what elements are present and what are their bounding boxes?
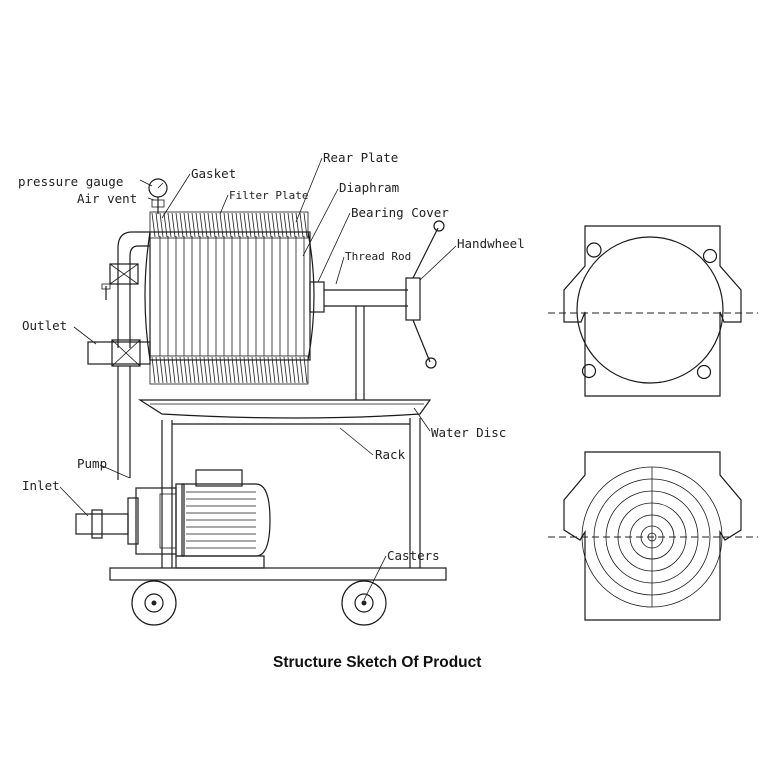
- filter-plate-pack: [144, 211, 315, 385]
- outlet-pipe: [87, 231, 151, 480]
- thread-rod-assembly: [309, 220, 445, 400]
- label-inlet: Inlet: [22, 478, 60, 493]
- part-labels: pressure gauge Air vent Gasket Filter Pl…: [18, 150, 525, 563]
- label-pressure-gauge: pressure gauge: [18, 174, 123, 189]
- pump-motor: [75, 469, 271, 569]
- water-disc: [137, 399, 432, 419]
- casters: [131, 580, 387, 626]
- label-rear-plate: Rear Plate: [323, 150, 398, 165]
- label-filter-plate: Filter Plate: [229, 189, 308, 202]
- plate-front-view: [548, 225, 758, 397]
- label-thread-rod: Thread Rod: [345, 250, 411, 263]
- label-diaphram: Diaphram: [339, 180, 399, 195]
- label-handwheel: Handwheel: [457, 236, 525, 251]
- leader-lines: [59, 157, 457, 601]
- label-bearing-cover: Bearing Cover: [351, 205, 449, 220]
- label-air-vent: Air vent: [77, 191, 137, 206]
- plate-ring-view: [548, 451, 758, 621]
- pressure-gauge: [148, 178, 168, 214]
- handwheel-knob-top: [433, 220, 445, 232]
- label-rack: Rack: [375, 447, 406, 462]
- handwheel-knob-bottom: [425, 357, 437, 369]
- label-outlet: Outlet: [22, 318, 67, 333]
- label-water-disc: Water Disc: [431, 425, 506, 440]
- diagram-caption: Structure Sketch Of Product: [273, 654, 481, 671]
- label-pump: Pump: [77, 456, 107, 471]
- label-casters: Casters: [387, 548, 440, 563]
- label-gasket: Gasket: [191, 166, 236, 181]
